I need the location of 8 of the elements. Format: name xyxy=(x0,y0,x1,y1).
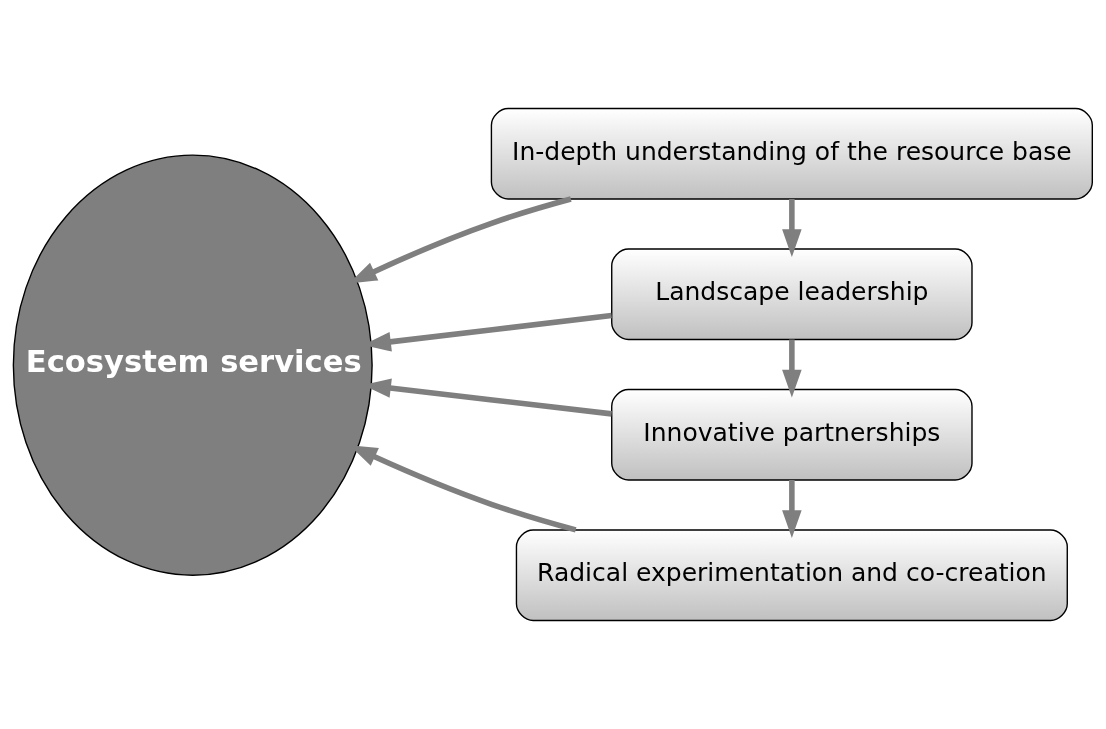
arrow xyxy=(782,199,802,258)
node-box: Innovative partnerships xyxy=(611,388,973,481)
node-box: Landscape leadership xyxy=(611,248,973,341)
arrow xyxy=(782,480,802,539)
node-ellipse: Ecosystem services xyxy=(12,154,373,576)
arrow xyxy=(782,339,802,398)
node-box: In-depth understanding of the resource base xyxy=(490,107,1093,200)
node-box: Radical experimentation and co-creation xyxy=(515,529,1068,622)
